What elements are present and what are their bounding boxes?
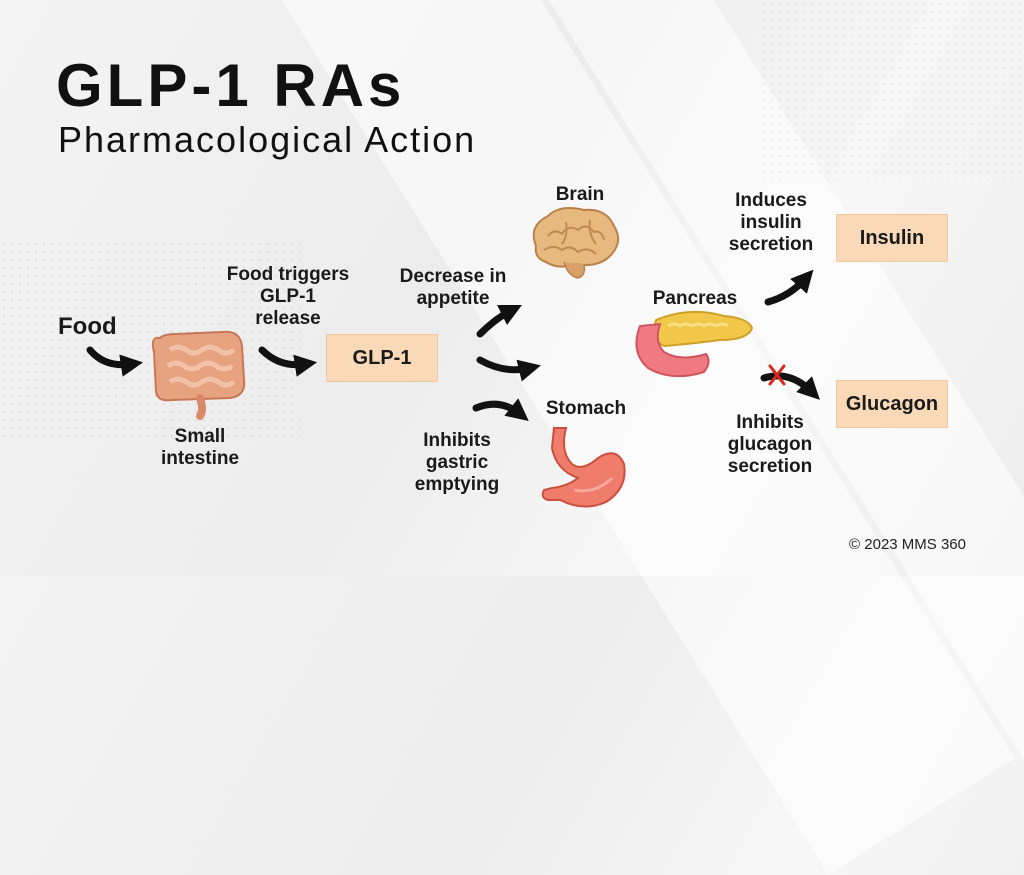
brain-label: Brain [555,184,605,205]
arrow-to-glucagon [760,372,820,400]
arrow-food-to-intestine [86,346,144,377]
inhibits-glucagon-label-line: glucagon [727,434,813,455]
arrow-to-stomach [472,398,529,421]
inhibits-gastric-label-line: gastric [425,452,489,473]
food-label: Food [58,313,117,340]
inhibits-glucagon-label-line: Inhibits [736,412,804,433]
background-dots [0,240,300,440]
arrow-to-insulin [764,269,814,306]
decrease-appetite-label-line: Decrease in [399,266,507,287]
small-intestine-label: Small intestine [140,426,260,470]
stomach-label: Stomach [545,398,627,419]
insulin-box: Insulin [836,214,948,262]
induces-insulin-label: Induces insulin secretion [716,190,826,256]
inhibits-glucagon-label-line: secretion [727,456,813,477]
induces-insulin-label-line: secretion [728,234,814,255]
food-triggers-label-line: release [255,308,321,329]
pancreas-icon [635,310,754,378]
inhibits-gastric-label-line: Inhibits [423,430,491,451]
food-triggers-label-line: Food triggers [226,264,350,285]
glucagon-box: Glucagon [836,380,948,428]
arrow-to-pancreas [476,356,541,382]
copyright: © 2023 MMS 360 [849,536,966,553]
pancreas-label: Pancreas [652,288,738,309]
induces-insulin-label-line: Induces [735,190,807,211]
stomach-icon [541,427,626,508]
decrease-appetite-label-line: appetite [416,288,490,309]
induces-insulin-label-line: insulin [740,212,802,233]
glp1-box: GLP-1 [326,334,438,382]
food-triggers-label: Food triggers GLP-1 release [212,264,364,330]
page-title: GLP-1 RAs [56,52,406,119]
brain-icon [532,207,620,279]
small-intestine-label-line: Small [174,426,226,447]
arrow-intestine-to-glp1 [258,346,318,377]
page-subtitle: Pharmacological Action [58,119,477,160]
inhibits-gastric-label: Inhibits gastric emptying [402,430,512,496]
inhibits-gastric-label-line: emptying [414,474,500,495]
diagram-graphics [86,207,820,508]
inhibit-cross-icon [768,364,786,386]
intestine-icon [151,330,246,420]
arrow-to-appetite [476,304,523,338]
decrease-appetite-label: Decrease in appetite [388,266,518,310]
background-dots [760,0,1024,180]
food-triggers-label-line: GLP-1 [260,286,316,307]
inhibits-glucagon-label: Inhibits glucagon secretion [712,412,828,478]
small-intestine-label-line: intestine [160,448,240,469]
